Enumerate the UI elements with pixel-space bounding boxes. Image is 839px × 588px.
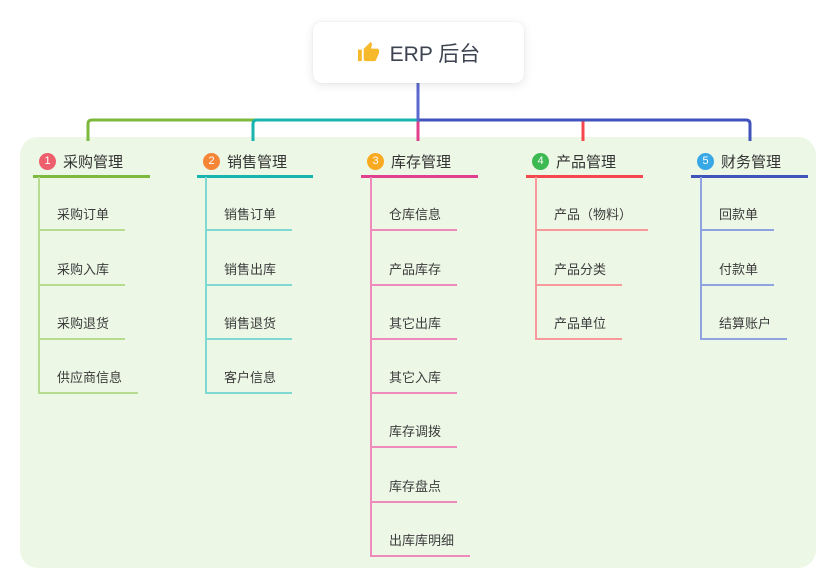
child-node[interactable]: 销售出库 [207, 231, 293, 286]
branch-node-sales[interactable]: 2 销售管理 [197, 148, 313, 178]
child-node-label: 库存盘点 [372, 480, 458, 503]
child-node-label: 销售订单 [207, 208, 293, 232]
sales-children: 销售订单 销售出库 销售退货 客户信息 [205, 177, 293, 395]
child-node[interactable]: 产品（物料） [537, 177, 649, 232]
child-node-label: 销售出库 [207, 263, 293, 286]
child-node[interactable]: 供应商信息 [40, 340, 139, 395]
purchase-children: 采购订单 采购入库 采购退货 供应商信息 [38, 177, 139, 395]
branch-badge: 4 [532, 153, 549, 170]
inventory-children: 仓库信息 产品库存 其它出库 其它入库 库存调拨 库存盘点 出库库明细 [370, 177, 471, 558]
child-node-label: 产品（物料） [537, 208, 649, 232]
child-node[interactable]: 库存盘点 [372, 448, 470, 503]
child-node-label: 其它入库 [372, 371, 458, 395]
child-node-label: 仓库信息 [372, 208, 458, 232]
branch-label: 采购管理 [63, 154, 124, 171]
child-node-label: 客户信息 [207, 371, 293, 395]
branch-node-product[interactable]: 4 产品管理 [526, 148, 643, 178]
branches-panel [20, 137, 816, 568]
branch-label: 库存管理 [391, 154, 452, 171]
child-node-label: 销售退货 [207, 317, 293, 340]
child-node[interactable]: 库存调拨 [372, 394, 470, 449]
child-node-label: 产品分类 [537, 263, 623, 286]
child-node[interactable]: 销售订单 [207, 177, 293, 232]
child-node-label: 出库库明细 [372, 534, 471, 558]
child-node[interactable]: 客户信息 [207, 340, 293, 395]
child-node[interactable]: 付款单 [702, 231, 787, 286]
child-node[interactable]: 采购退货 [40, 286, 138, 340]
branch-badge: 1 [39, 153, 56, 170]
branch-label: 产品管理 [556, 154, 617, 171]
child-node-label: 供应商信息 [40, 371, 139, 395]
child-node-label: 回款单 [702, 208, 775, 232]
child-node-label: 采购退货 [40, 317, 126, 340]
child-node[interactable]: 销售退货 [207, 286, 293, 340]
child-node[interactable]: 其它入库 [372, 340, 470, 395]
child-node-label: 采购入库 [40, 263, 126, 286]
child-node[interactable]: 采购订单 [40, 177, 138, 232]
child-node-label: 产品单位 [537, 317, 623, 340]
child-node[interactable]: 回款单 [702, 177, 787, 232]
branch-node-finance[interactable]: 5 财务管理 [691, 148, 808, 178]
branch-badge: 2 [203, 153, 220, 170]
child-node-label: 库存调拨 [372, 425, 458, 449]
child-node-label: 采购订单 [40, 208, 126, 232]
child-node[interactable]: 仓库信息 [372, 177, 470, 232]
child-node-label: 产品库存 [372, 263, 458, 286]
root-node[interactable]: ERP 后台 [313, 22, 524, 83]
finance-link-line [418, 118, 752, 141]
branch-badge: 3 [367, 153, 384, 170]
finance-children: 回款单 付款单 结算账户 [700, 177, 788, 340]
branch-label: 财务管理 [721, 154, 782, 171]
product-children: 产品（物料） 产品分类 产品单位 [535, 177, 649, 340]
child-node[interactable]: 其它出库 [372, 286, 470, 340]
child-node[interactable]: 结算账户 [702, 286, 788, 340]
branch-node-inventory[interactable]: 3 库存管理 [361, 148, 478, 178]
purchase-link-line [86, 118, 256, 141]
child-node-label: 结算账户 [702, 317, 788, 340]
child-node[interactable]: 产品分类 [537, 231, 648, 286]
branch-node-purchase[interactable]: 1 采购管理 [33, 148, 150, 178]
child-node[interactable]: 产品库存 [372, 231, 470, 286]
child-node-label: 其它出库 [372, 317, 458, 340]
branch-label: 销售管理 [227, 154, 288, 171]
thumbs-up-icon [357, 41, 380, 64]
child-node[interactable]: 出库库明细 [372, 503, 471, 558]
branch-badge: 5 [697, 153, 714, 170]
child-node-label: 付款单 [702, 263, 775, 286]
root-node-title: ERP 后台 [389, 42, 481, 66]
sales-link-line [251, 118, 418, 141]
child-node[interactable]: 产品单位 [537, 286, 648, 340]
child-node[interactable]: 采购入库 [40, 231, 138, 286]
